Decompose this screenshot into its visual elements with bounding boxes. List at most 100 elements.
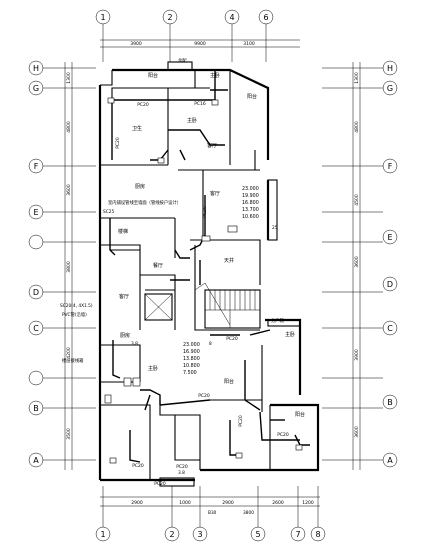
dim-left-4: 4200 [66,347,72,359]
grid-label-bottom-4: 7 [295,530,300,539]
room-label: 客厅 [210,190,220,197]
dim-right-0: 1300 [354,72,360,84]
pipe-label: PC20 [202,206,208,218]
pipe-labels: PC20 PC16 PC20 PC20 PC20 PC20 PC20 PC20 … [115,101,289,487]
grid-label-left-5: C [33,324,39,333]
room-label: 阳台 [224,378,234,385]
dim-right-4: 3900 [354,349,360,361]
pipe-label: PC20 [226,336,238,342]
elevation-upper-1: 19.900 [242,193,259,199]
pipe-label: PC20 [137,102,149,108]
pipe-label: PC20 [132,463,144,469]
note-text: B30 [208,510,217,516]
elevation-upper-0: 23.000 [242,186,259,192]
elevation-stacks: 23.000 19.900 16.800 13.700 10.600 23.00… [183,186,259,376]
elevation-lower-0: 23.000 [183,342,200,348]
axis-grid-lines [43,24,383,527]
annotation-notes: 室内铺设管线至墙面（管线按户设计） SC25 SC20(4, 4X1.5) PV… [60,57,285,516]
grid-label-bottom-2: 3 [197,530,202,539]
note-text: SC20(4, 4X1.5) [60,303,93,309]
note-text: 3.8 [131,341,138,347]
electrical-boxes [104,97,303,464]
room-label: 厨房 [120,332,130,339]
dim-bottom-2: 2900 [222,500,234,506]
elevation-lower-2: 13.800 [183,356,200,362]
room-label: 主卧 [148,365,158,372]
dim-right-2: 4500 [354,194,360,206]
stair-core [144,282,261,329]
room-label: 楼梯 [118,228,128,235]
note-text: 楼层接线箱 [62,357,84,364]
room-labels: 阳台 主卧 阳台 主卧 卫生 客厅 厨房 客厅 楼梯 餐厅 天井 客厅 厨房 主… [118,72,305,418]
grid-label-right-3: E [387,233,392,242]
dim-left-0: 1300 [66,72,72,84]
grid-label-right-0: H [387,64,393,73]
grid-label-top-2: 4 [229,13,234,22]
grid-label-bottom-0: 1 [100,530,105,539]
dim-bottom-1: 1000 [179,500,191,506]
note-text: 25 [272,225,278,231]
note-text: 分户箱 [271,317,285,324]
grid-label-right-6: B [387,398,393,407]
grid-label-bottom-1: 2 [169,530,174,539]
grid-label-left-0: H [33,64,39,73]
grid-label-left-3: E [33,208,38,217]
grid-label-right-4: D [387,280,393,289]
room-label: 卫生 [132,125,142,132]
note-text: PVC管(沿墙) [62,311,87,318]
grid-label-right-7: A [387,456,393,465]
room-label: 阳台 [295,411,305,418]
dim-left-1: 4800 [66,121,72,133]
room-label: 主卧 [187,117,197,124]
elevation-upper-4: 10.600 [242,214,259,220]
pipe-label: PC20 [238,415,244,427]
elevation-upper-2: 16.800 [242,200,259,206]
grid-label-left-2: F [34,162,39,171]
room-label: 客厅 [119,293,129,300]
pipe-label: PC16 [194,101,206,107]
dim-top-0: 3900 [130,41,142,47]
dim-right-5: 3600 [354,426,360,438]
elevation-upper-3: 13.700 [242,207,259,213]
room-label: 主卧 [210,72,220,79]
grid-bubbles-left: H G F E D C B A [28,60,44,468]
room-label: 客厅 [207,142,217,149]
elevation-lower-3: 10.800 [183,363,200,369]
grid-bubbles-right: H G F E D C B A [382,60,398,468]
dim-left-2: 3600 [66,184,72,196]
grid-label-left-4: D [33,288,39,297]
grid-label-right-2: F [388,162,393,171]
grid-label-left-7: A [33,456,39,465]
pipe-label: PC20 [198,393,210,399]
grid-label-left-6: B [33,404,39,413]
room-label: 天井 [224,257,234,264]
dimension-lines [64,39,361,507]
elevation-lower-4: 7.500 [183,370,197,376]
pipe-label: PC20 [154,481,166,487]
room-label: 主卧 [285,331,295,338]
grid-label-right-1: G [387,84,393,93]
room-label: 阳台 [148,72,158,79]
grid-label-top-0: 1 [100,13,105,22]
wiring-conduits [109,70,310,463]
dim-right-3: 3600 [354,256,360,268]
note-text: SC25 [103,209,114,215]
note-text: 8 [209,341,212,347]
dimension-text: 3900 9900 3100 2900 1000 2900 2600 1200 … [66,41,360,506]
dim-bottom-4: 1200 [302,500,314,506]
note-text: 总配 [178,57,187,64]
note-text: 3800 [243,510,254,516]
grid-bubbles-top: 1 2 4 6 [95,9,274,25]
dim-right-1: 4800 [354,121,360,133]
dim-left-3: 3800 [66,261,72,273]
pipe-label: PC20 [277,432,289,438]
note-text: 室内铺设管线至墙面（管线按户设计） [108,199,181,206]
pipe-label: PC20 [176,464,188,470]
pipe-label: PC20 [115,137,121,149]
room-label: 餐厅 [153,262,163,269]
dim-bottom-3: 2600 [272,500,284,506]
elevation-lower-1: 16.900 [183,349,200,355]
dim-bottom-0: 2900 [131,500,143,506]
dim-top-2: 3100 [243,41,255,47]
